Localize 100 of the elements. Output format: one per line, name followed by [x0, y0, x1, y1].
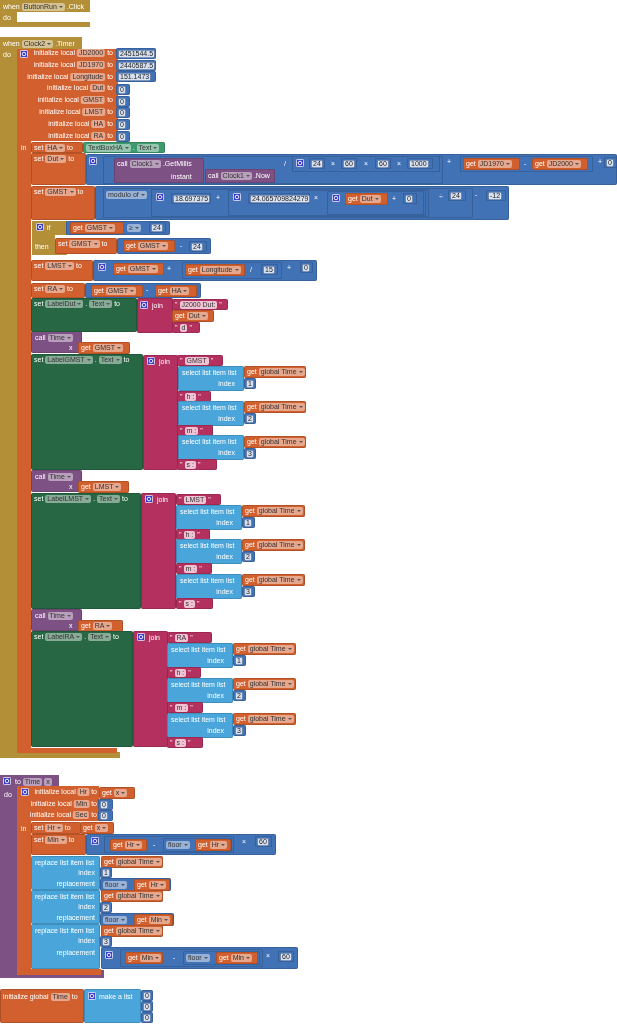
math-block [86, 834, 276, 855]
text-block [177, 459, 217, 470]
variable-block [244, 436, 306, 448]
setter-block [31, 631, 133, 747]
variable-block [110, 839, 147, 851]
procedure-block [114, 158, 204, 183]
number-block [116, 96, 130, 107]
text-block [176, 598, 213, 609]
variable-block [155, 285, 197, 297]
number-block [116, 84, 130, 95]
list-block [167, 643, 233, 668]
list-block [176, 539, 242, 564]
math-block [117, 238, 211, 254]
variable-block [195, 839, 231, 851]
text-block [141, 493, 176, 609]
variable-block [31, 186, 95, 220]
variable-block [134, 879, 170, 891]
variable-block [185, 264, 245, 276]
variable-block [101, 856, 163, 868]
text-block [172, 322, 200, 333]
list-block [167, 678, 233, 703]
variable-block [244, 401, 306, 413]
math-block [103, 188, 473, 218]
variable-block [463, 158, 520, 170]
variable-block [242, 574, 305, 586]
variable-block [125, 952, 163, 964]
math-block [183, 951, 260, 965]
variable-block [244, 366, 306, 378]
variable-block [233, 643, 296, 655]
variable-block [78, 342, 130, 354]
list-block [176, 574, 242, 599]
variable-block [113, 263, 164, 275]
number-block [98, 810, 113, 821]
number-block [98, 799, 113, 810]
variable-block [99, 787, 135, 799]
variable-block [78, 481, 129, 493]
math-block [120, 949, 263, 967]
math-block [95, 186, 509, 220]
list-block [178, 401, 244, 426]
math-block [85, 283, 201, 298]
variable-block [172, 310, 214, 322]
number-block [116, 71, 156, 82]
variable-block [233, 713, 296, 725]
number-block [448, 190, 466, 201]
getter-block [83, 142, 165, 153]
text-block [176, 529, 210, 540]
text-block [177, 355, 223, 366]
variable-block [91, 285, 143, 297]
math-block [86, 154, 617, 185]
math-block [163, 838, 232, 852]
math-block [182, 262, 282, 279]
list-block [178, 366, 244, 391]
variable-block [242, 505, 305, 517]
variable-block [216, 952, 258, 964]
text-block [137, 298, 173, 333]
procedure-block [31, 470, 82, 492]
text-block [176, 494, 221, 505]
math-block [103, 156, 443, 184]
number-block [407, 158, 433, 169]
list-block [167, 713, 233, 738]
list-block [31, 856, 100, 890]
setter-block [31, 298, 137, 332]
number-block [116, 131, 130, 142]
variable-block [101, 890, 163, 902]
procedure-block [31, 609, 82, 631]
variable-block [233, 678, 296, 690]
math-block [151, 189, 429, 217]
setter-block [31, 354, 143, 470]
variable-block [31, 142, 83, 153]
text-block [167, 667, 201, 678]
math-block [104, 836, 234, 853]
list-block [178, 435, 244, 460]
variable-block [242, 539, 305, 551]
variable-block [345, 193, 388, 205]
math-block [93, 260, 317, 281]
variable-block [31, 260, 93, 281]
text-block [167, 632, 212, 643]
variable-block [532, 158, 588, 170]
number-block [116, 107, 130, 118]
list-block [176, 505, 242, 530]
variable-block [101, 925, 163, 937]
variable-block [31, 283, 85, 298]
text-block [177, 425, 213, 436]
text-block [167, 737, 203, 748]
text-block [167, 702, 203, 713]
variable-block [0, 989, 84, 1023]
math-block [327, 191, 424, 215]
setter-block [31, 493, 141, 609]
variable-block [55, 238, 117, 254]
text-block [177, 391, 211, 402]
number-block [116, 119, 130, 130]
event-block [0, 0, 90, 27]
variable-block [123, 240, 175, 252]
list-block [31, 890, 100, 924]
variable-block [134, 914, 173, 926]
text-block [176, 563, 212, 574]
math-block [101, 947, 298, 969]
list-block [31, 924, 100, 969]
text-block [133, 631, 168, 747]
number-block [189, 241, 207, 252]
